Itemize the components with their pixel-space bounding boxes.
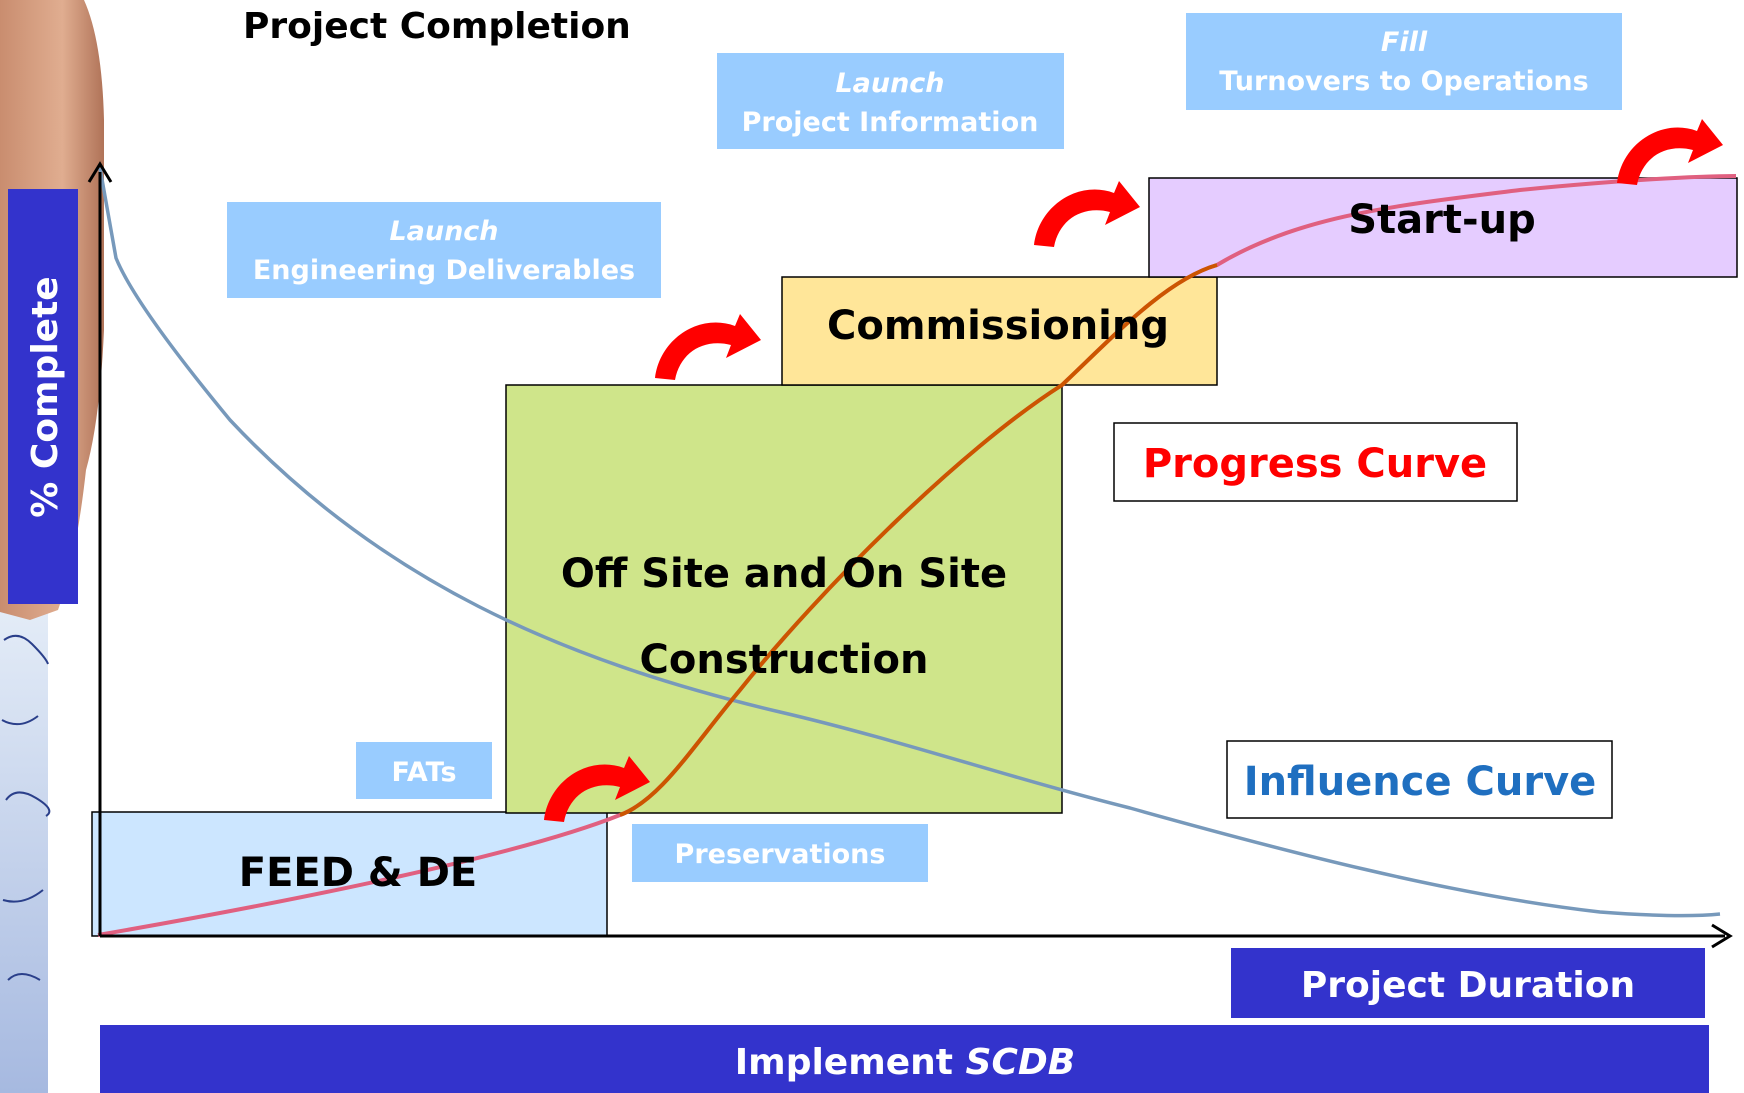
x-axis-label: Project Duration (1301, 965, 1635, 1006)
fill-text: Turnovers to Operations (1219, 66, 1588, 97)
callouts (227, 13, 1622, 882)
legend-boxes (1113, 422, 1613, 819)
fill-italic: Fill (1381, 27, 1428, 58)
x-axis-label-bar (1231, 948, 1705, 1018)
feed-de-box (91, 811, 608, 937)
launch-project-text: Project Information (742, 107, 1039, 138)
commissioning-label: Commissioning (827, 303, 1169, 349)
y-axis-label-bar (8, 189, 78, 604)
launch-project-italic: Launch (835, 68, 944, 99)
construction-label-line1: Off Site and On Site (561, 551, 1007, 597)
footer-text-italic: SCDB (966, 1042, 1076, 1083)
footer-bar (100, 1025, 1709, 1093)
launch-engineering-text: Engineering Deliverables (253, 255, 635, 286)
footer-text: Implement SCDB (735, 1042, 1075, 1083)
progress-curve-legend-box (1113, 422, 1518, 502)
influence-curve-label: Influence Curve (1244, 759, 1597, 805)
influence-curve (98, 167, 1721, 918)
commissioning-box (781, 276, 1218, 386)
progress-curve-overlap (619, 263, 1218, 817)
y-axis-arrow-icon (87, 161, 113, 183)
footer-text-plain: Implement (735, 1042, 953, 1083)
y-axis-label: % Complete (25, 276, 66, 517)
preservations-label: Preservations (675, 839, 886, 870)
preservations-callout (632, 824, 928, 882)
launch-engineering-callout (227, 202, 661, 298)
launch-engineering-italic: Launch (389, 216, 498, 247)
curved-arrow-icon (655, 314, 761, 380)
launch-project-callout (717, 53, 1064, 149)
fill-turnovers-callout (1186, 13, 1622, 110)
page-title: Project Completion (243, 6, 631, 47)
curved-arrow-icon (1034, 181, 1140, 247)
x-axis-arrow-icon (1711, 923, 1733, 949)
startup-box (1148, 177, 1738, 278)
feed-de-label: FEED & DE (239, 850, 477, 896)
influence-curve-legend-box (1226, 740, 1613, 819)
axes (87, 161, 1733, 949)
startup-label: Start-up (1348, 197, 1535, 243)
fats-label: FATs (391, 757, 456, 788)
construction-label-line2: Construction (640, 637, 929, 683)
fats-callout (356, 742, 492, 799)
progress-curve-label: Progress Curve (1143, 441, 1487, 487)
